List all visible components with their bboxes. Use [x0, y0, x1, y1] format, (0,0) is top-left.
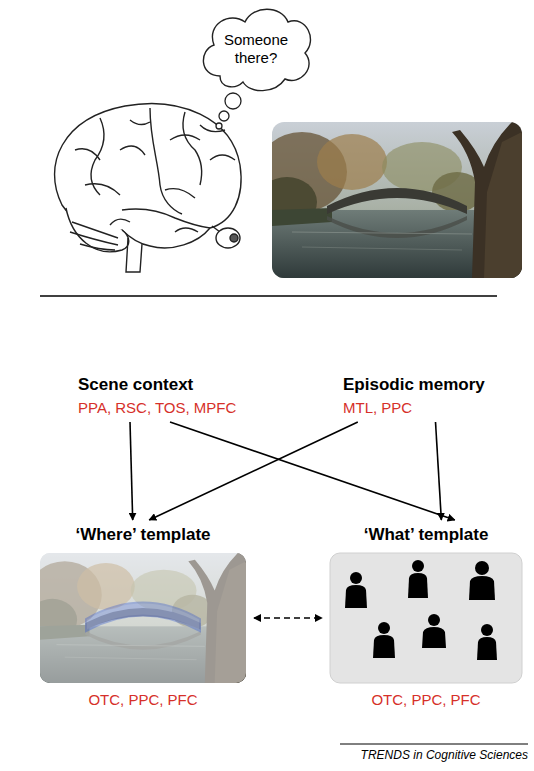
brain-drawing [55, 104, 242, 272]
journal-label: TRENDS in Cognitive Sciences [361, 748, 528, 763]
region-label: OTC, PPC, PFC [330, 690, 522, 709]
footer-rule [340, 744, 528, 745]
arrow [436, 422, 442, 520]
template-image-area [40, 553, 246, 683]
dashed-arrow [254, 617, 322, 619]
template-heading: ‘Where’ template [40, 524, 246, 545]
where-template-image [28, 553, 246, 683]
arrow [170, 422, 455, 520]
scene-context-box: Scene contextPPA, RSC, TOS, MPFC [78, 374, 278, 417]
episodic-memory-box: Episodic memoryMTL, PPC [343, 374, 528, 417]
region-label: OTC, PPC, PFC [40, 690, 246, 709]
divider-line [40, 295, 497, 297]
what-template: ‘What’ templateOTC, PPC, PFC [330, 524, 522, 718]
thought-bubble: Someone there? [195, 4, 317, 94]
region-label: PPA, RSC, TOS, MPFC [78, 398, 278, 417]
what-template-image [330, 553, 522, 683]
region-label: MTL, PPC [343, 398, 528, 417]
template-heading: ‘What’ template [330, 524, 522, 545]
arrow [149, 422, 358, 520]
template-image-area [330, 553, 522, 683]
source-heading: Episodic memory [343, 374, 528, 395]
thought-tail [216, 93, 241, 129]
scene-photo [257, 122, 522, 278]
where-template: ‘Where’ templateOTC, PPC, PFC [40, 524, 246, 718]
source-heading: Scene context [78, 374, 278, 395]
thought-text: Someone there? [218, 31, 294, 67]
arrow [130, 422, 133, 520]
